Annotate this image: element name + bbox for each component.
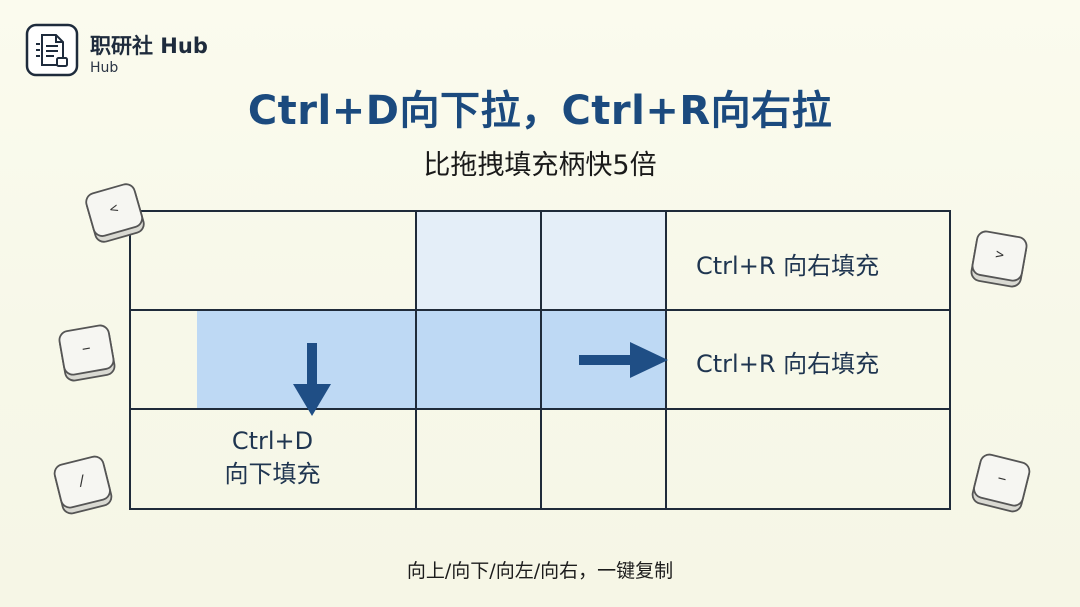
page-subtitle: 比拖拽填充柄快5倍: [423, 150, 657, 181]
fill-right-label-arrow: Ctrl+R 向右填充: [696, 350, 880, 378]
arrow-down-icon: [293, 343, 331, 416]
brand-subtitle: Hub: [90, 60, 119, 76]
brand-name: 职研社 Hub: [90, 34, 208, 58]
keycap-slash-icon: /: [50, 452, 115, 517]
keycap-minus-icon: −: [968, 450, 1033, 515]
fill-down-label-line2: 向下填充: [224, 460, 321, 488]
keycap-right-angle-icon: >: [968, 228, 1031, 291]
fill-right-label-top: Ctrl+R 向右填充: [696, 252, 880, 280]
keycap-glyph: −: [80, 340, 92, 358]
fill-down-label-line1: Ctrl+D: [231, 427, 314, 455]
arrow-right-icon: [579, 342, 668, 378]
keycap-glyph: >: [994, 246, 1006, 264]
fill-down-label: Ctrl+D 向下填充: [130, 425, 415, 491]
page-title: Ctrl+D向下拉，Ctrl+R向右拉: [247, 88, 833, 134]
keycap-left-angle-icon: <: [82, 180, 149, 247]
document-logo-icon: [24, 22, 80, 78]
footer-caption: 向上/向下/向左/向右，一键复制: [406, 560, 674, 582]
keycap-minus-icon: −: [56, 322, 119, 385]
